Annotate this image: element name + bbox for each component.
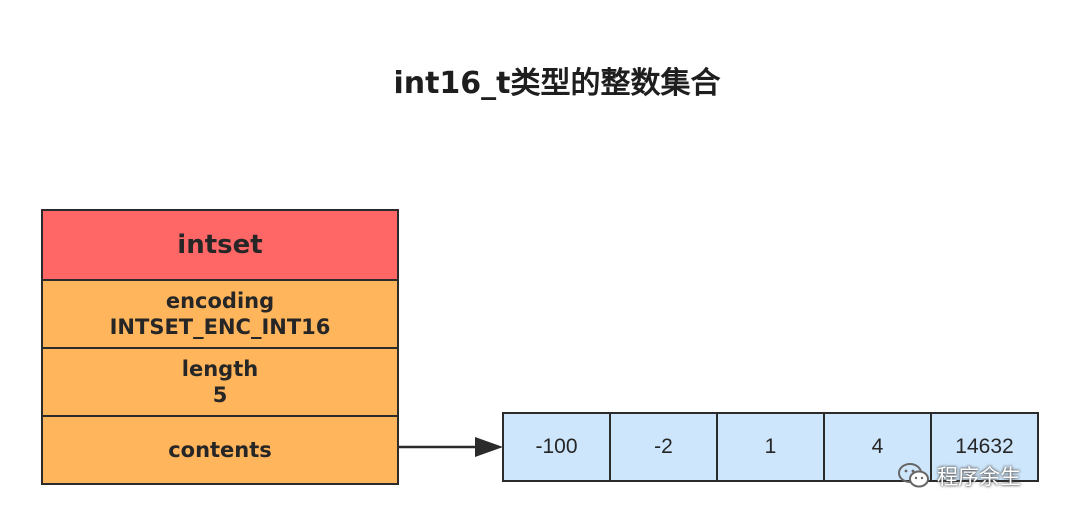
intset-struct: intset encoding INTSET_ENC_INT16 length … <box>41 209 399 485</box>
array-cell: 1 <box>716 414 823 480</box>
encoding-field-name: encoding <box>165 289 275 313</box>
length-field: length 5 <box>43 347 397 415</box>
contents-field-name: contents <box>168 438 272 462</box>
encoding-field-value: INTSET_ENC_INT16 <box>109 315 331 339</box>
encoding-field: encoding INTSET_ENC_INT16 <box>43 279 397 347</box>
watermark: 程序余生 <box>897 461 1021 491</box>
wechat-icon <box>898 463 929 488</box>
contents-field: contents <box>43 415 397 483</box>
diagram-title: int16_t类型的整数集合 <box>393 66 721 101</box>
intset-header: intset <box>43 211 397 279</box>
watermark-text: 程序余生 <box>937 465 1021 489</box>
array-cell: 14632 <box>930 414 1037 480</box>
array-cell: -2 <box>609 414 716 480</box>
arrow-head <box>475 437 503 457</box>
length-field-value: 5 <box>212 383 228 407</box>
array-cell: -100 <box>535 435 578 458</box>
length-field-name: length <box>181 357 259 381</box>
contents-array: -100 -2 1 4 14632 <box>502 412 1039 482</box>
array-cell: 4 <box>823 414 930 480</box>
intset-header-label: intset <box>177 230 263 260</box>
